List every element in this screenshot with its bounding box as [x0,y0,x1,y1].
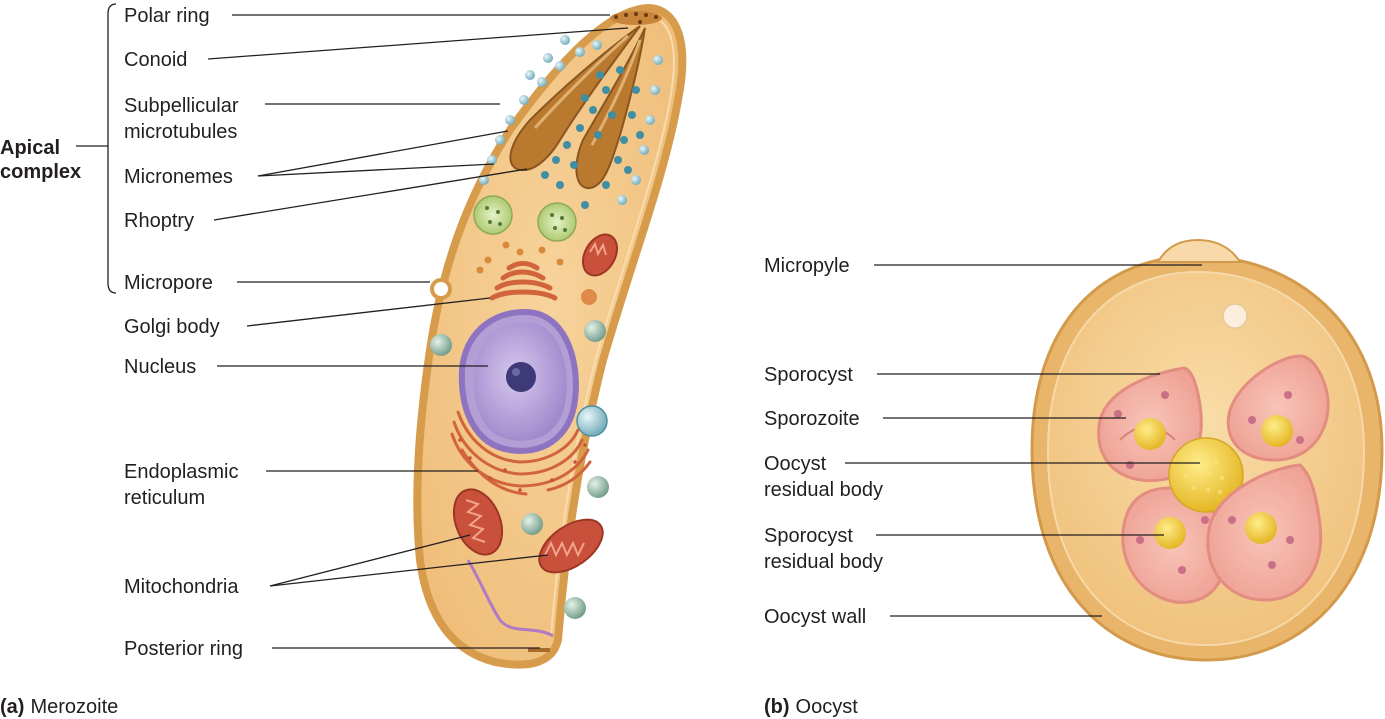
caption-b-letter: (b) [764,696,790,718]
label-er-line2: reticulum [124,487,205,509]
label-sporozoite: Sporozoite [764,408,860,430]
nucleus-shape [458,308,579,454]
dense-granule-shape [473,195,513,235]
microneme-dots [541,66,644,209]
nucleolus-shape [506,362,536,392]
label-oocyst-wall: Oocyst wall [764,606,866,628]
caption-a-name: Merozoite [30,696,118,718]
label-subpellicular-line2: microtubules [124,121,237,143]
label-rhoptry: Rhoptry [124,210,194,232]
merozoite-illustration [413,3,687,669]
sporocyst-shape-1 [1097,366,1203,483]
apical-complex-label-line1: Apical [0,137,60,159]
label-polar-ring: Polar ring [124,5,210,27]
apical-complex-label-line2: complex [0,161,81,183]
label-oocyst-residual-line2: residual body [764,479,883,501]
dense-granule-shape-2 [537,202,577,242]
rhoptry-shape [509,25,641,171]
er-shape [450,410,592,496]
micropyle-shape [1156,238,1242,263]
oocyst-residual-body-shape [1168,437,1244,513]
label-golgi-body: Golgi body [124,316,220,338]
golgi-body-shape [489,261,558,301]
label-oocyst-residual-line1: Oocyst [764,453,827,475]
label-conoid: Conoid [124,49,187,71]
label-sporocyst: Sporocyst [764,364,853,386]
apical-complex-bracket [76,3,117,294]
label-micropore: Micropore [124,272,213,294]
oocyst-illustration [1030,238,1384,662]
label-sporocyst-residual-line1: Sporocyst [764,525,853,547]
label-mitochondria: Mitochondria [124,576,239,598]
sporocyst-shape-4 [1206,463,1323,602]
sporocyst-shape-2 [1226,354,1330,462]
label-micropyle: Micropyle [764,255,850,277]
caption-b-name: Oocyst [796,696,859,718]
label-nucleus: Nucleus [124,356,196,378]
caption-a-letter: (a) [0,696,24,718]
mitochondrion-shape-top [581,233,619,277]
label-subpellicular-line1: Subpellicular [124,95,239,117]
caption-a: (a) Merozoite [0,696,118,718]
vesicle-blue [576,405,608,437]
micropore-shape [430,278,452,300]
polar-ring-shape [610,11,662,25]
label-posterior-ring: Posterior ring [124,638,243,660]
mitochondrion-shape-left [452,488,504,556]
label-micronemes: Micronemes [124,166,233,188]
mitochondrion-shape-right [538,518,604,574]
caption-b: (b) Oocyst [764,696,858,718]
label-er-line1: Endoplasmic [124,461,239,483]
label-sporocyst-residual-line2: residual body [764,551,883,573]
